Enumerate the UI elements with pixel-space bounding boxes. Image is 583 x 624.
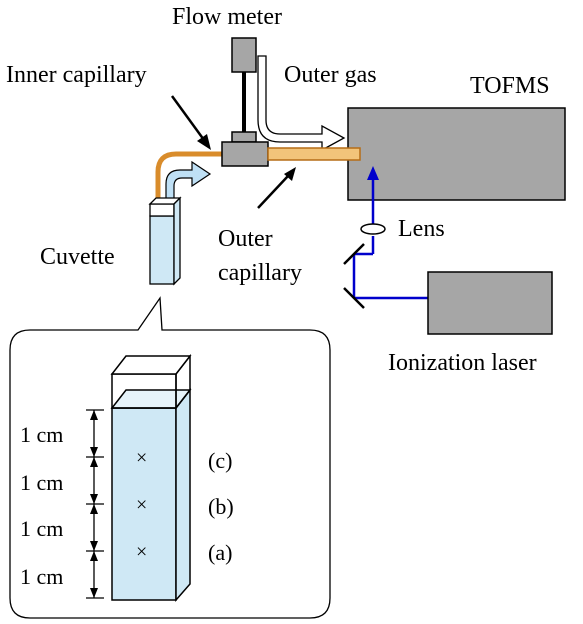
cuvette-small [148, 196, 182, 286]
tofms-box [347, 107, 566, 201]
inner-capillary-tube [155, 151, 222, 206]
inner-capillary-pointer [170, 95, 211, 150]
sample-marker-b: × [136, 494, 147, 516]
tofms-label: TOFMS [470, 73, 550, 99]
outer-capillary-label-line1: Outer [218, 226, 273, 252]
spacing-label-2: 1 cm [20, 470, 63, 495]
spacing-label-4: 1 cm [20, 564, 63, 589]
position-label-a: (a) [208, 540, 232, 565]
ionization-laser-box [427, 271, 553, 335]
lens [360, 223, 386, 235]
flow-meter-label: Flow meter [172, 4, 282, 30]
outer-capillary-pointer [257, 167, 296, 209]
laser-beam [352, 166, 428, 300]
flow-meter [231, 37, 257, 143]
spacing-label-3: 1 cm [20, 516, 63, 541]
spacing-label-1: 1 cm [20, 422, 63, 447]
lens-label: Lens [398, 216, 445, 242]
flow-meter-body [231, 37, 257, 73]
flow-meter-base [231, 131, 257, 143]
sample-marker-c: × [136, 447, 147, 469]
mirror-upper [343, 243, 365, 265]
sample-marker-a: × [136, 541, 147, 563]
cuvette-large [110, 353, 192, 602]
dimension-scale [86, 409, 104, 599]
tee-junction [221, 141, 269, 167]
outer-gas-arrow [257, 55, 346, 152]
outer-capillary-label-line2: capillary [218, 260, 302, 286]
gas-flow-arrow [165, 160, 212, 203]
inner-capillary-label: Inner capillary [6, 62, 147, 88]
outer-capillary-tube [267, 147, 361, 161]
outer-gas-label: Outer gas [284, 62, 377, 88]
cuvette-label: Cuvette [40, 244, 115, 270]
position-label-b: (b) [208, 494, 234, 519]
ionization-laser-label: Ionization laser [388, 350, 537, 376]
position-label-c: (c) [208, 448, 232, 473]
mirror-lower [343, 287, 365, 309]
